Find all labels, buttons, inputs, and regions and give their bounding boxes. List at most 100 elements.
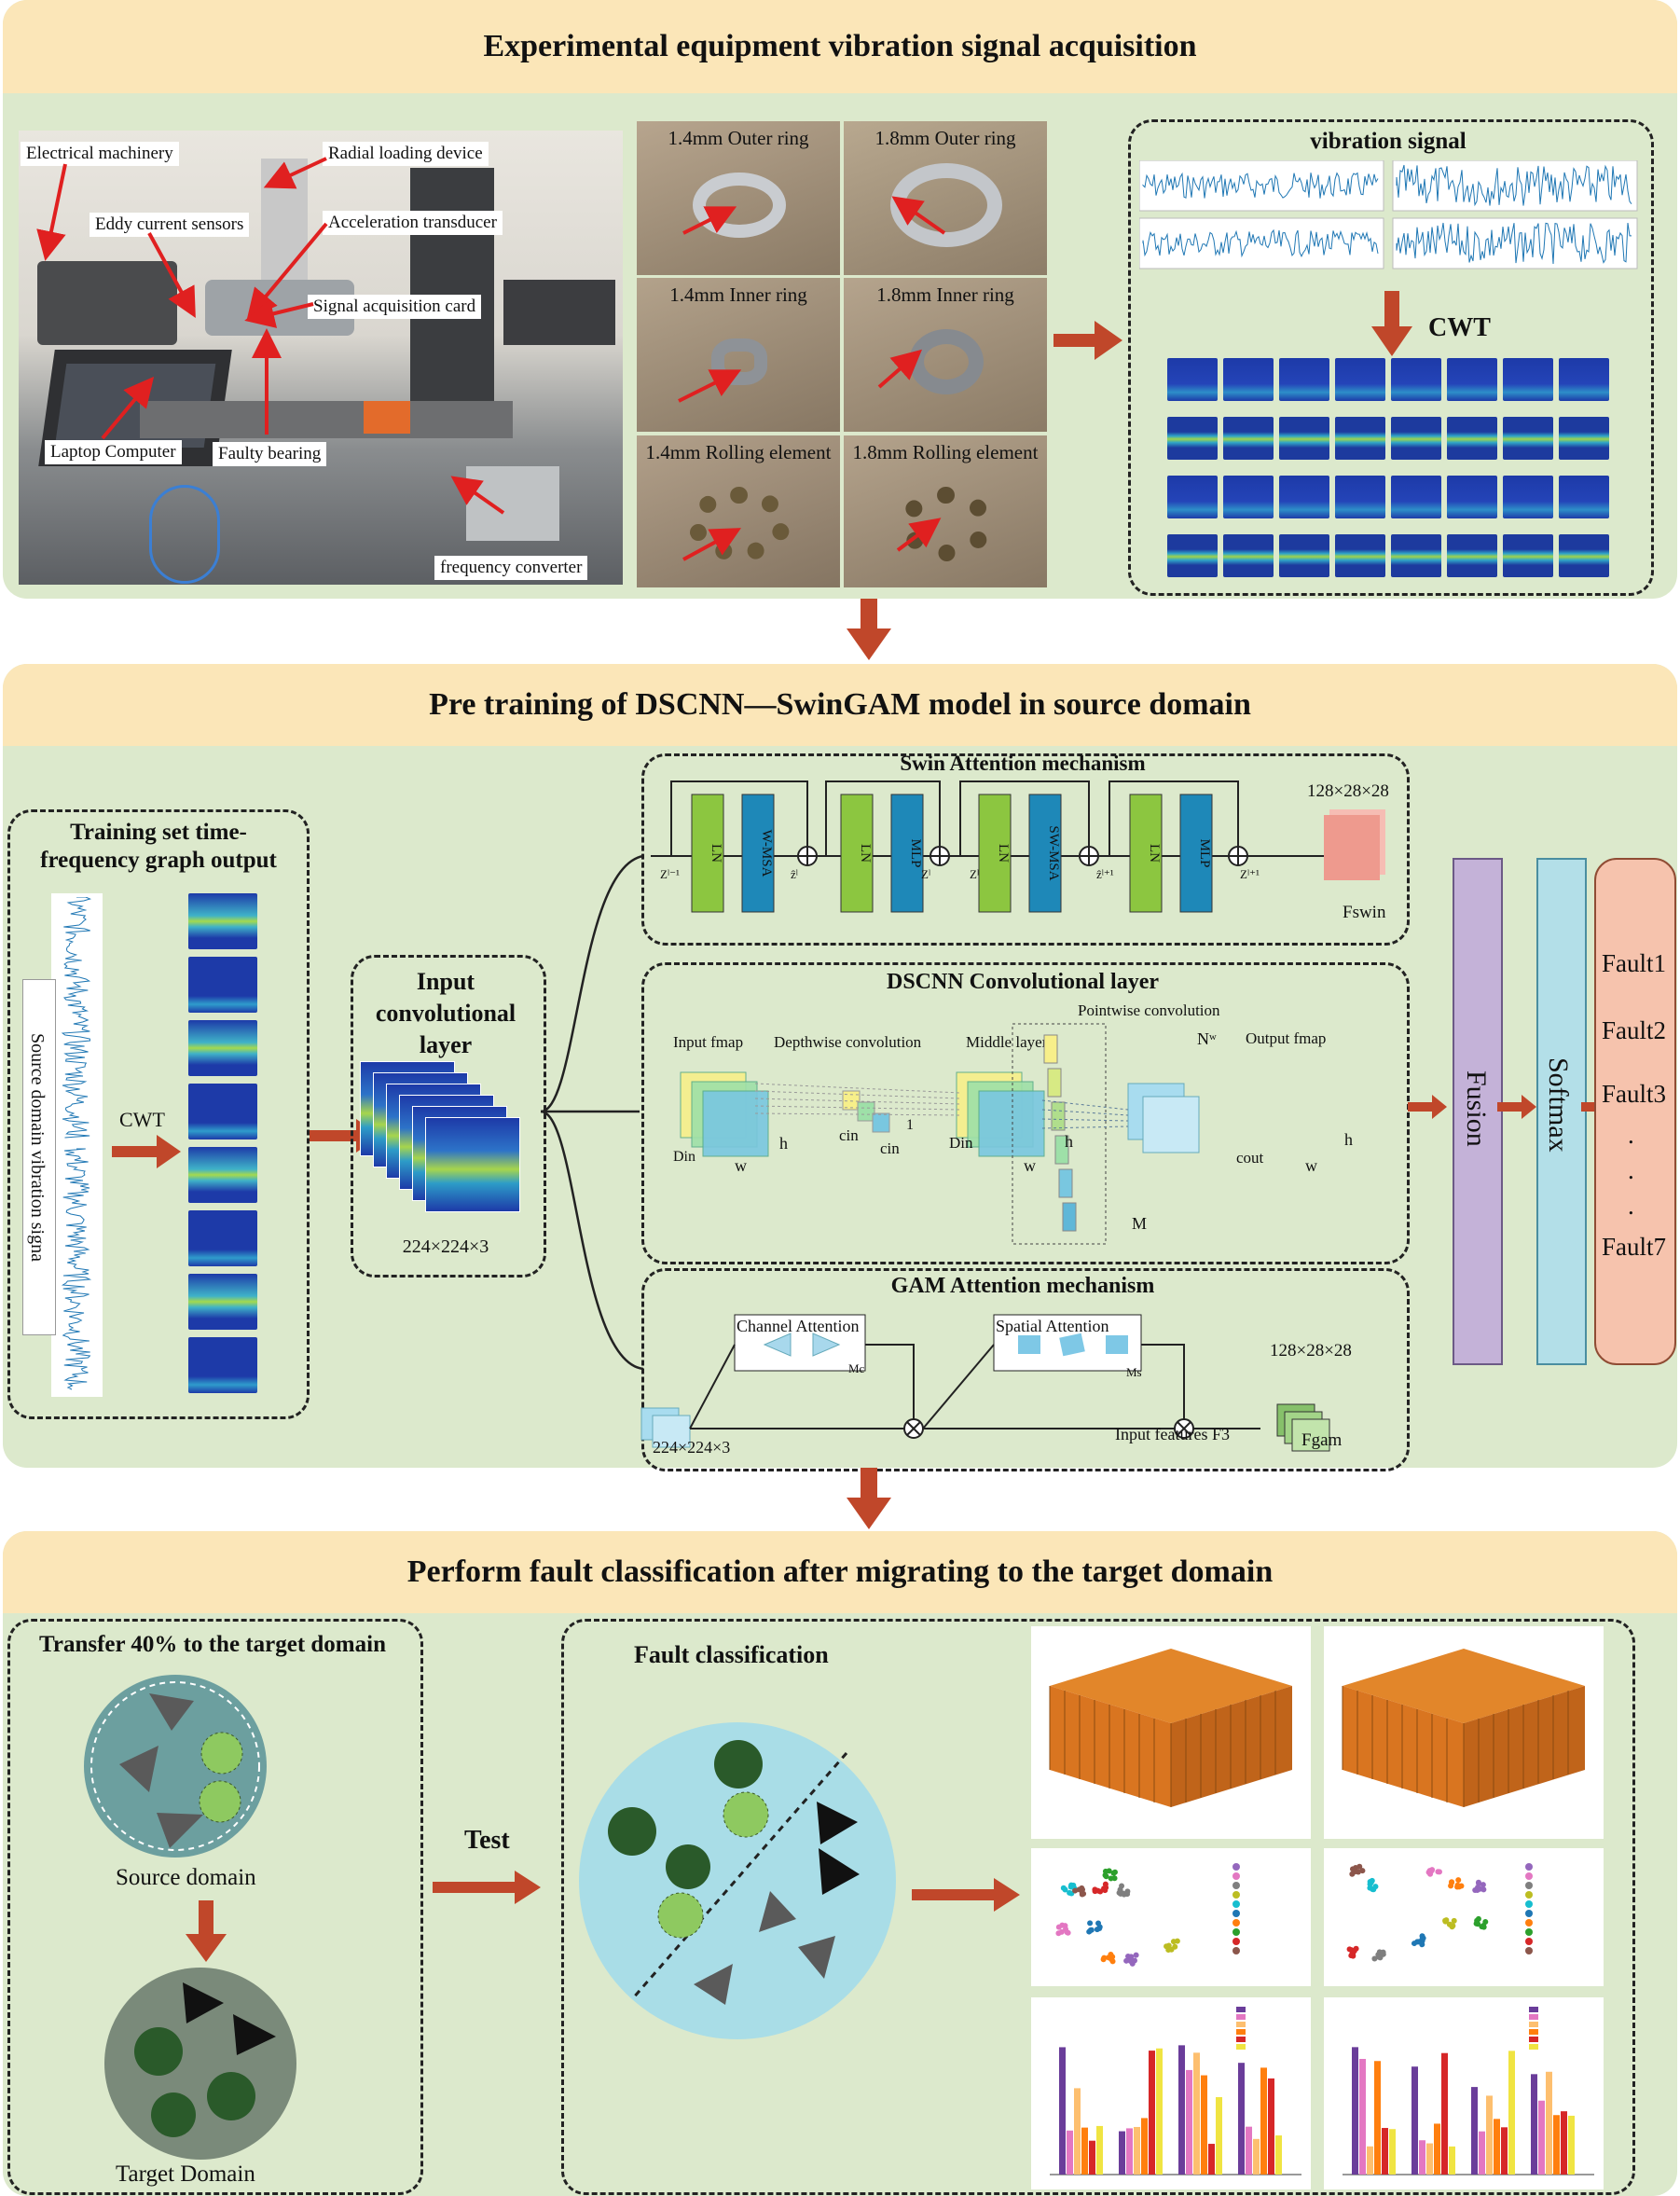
dscnn-w-input: w <box>735 1156 747 1175</box>
target-domain-label: Target Domain <box>116 2161 255 2187</box>
cwt-thumbnail <box>1559 417 1609 460</box>
training-cwt-thumbnail <box>188 1274 257 1330</box>
cwt-grid <box>1167 358 1615 582</box>
label-electrical-machinery: Electrical machinery <box>21 142 179 166</box>
gam-spatial-label: Spatial Attention <box>996 1317 1109 1335</box>
svg-text:Zˡ: Zˡ <box>970 867 980 881</box>
dscnn-h-input: h <box>779 1134 788 1153</box>
arrow-training-cwt <box>112 1135 181 1168</box>
training-cwt-thumbnail <box>188 1337 257 1393</box>
cwt-thumbnail <box>1447 358 1497 401</box>
svg-text:MLP: MLP <box>908 839 923 868</box>
classification-circle <box>579 1722 896 2039</box>
dscnn-middle-label: Middle layer <box>966 1033 1048 1051</box>
cwt-thumbnail <box>1559 476 1609 518</box>
cwt-thumbnail <box>1167 476 1218 518</box>
cwt-thumbnail <box>1279 534 1329 577</box>
svg-text:MLP: MLP <box>1197 839 1212 868</box>
tsne-plot-1 <box>1031 1848 1311 1986</box>
lab-equipment-photo <box>19 131 623 585</box>
gam-diagram <box>640 1314 1330 1452</box>
fault-dot-3: . <box>1628 1192 1634 1220</box>
photo-label: 1.4mm Inner ring <box>669 283 807 306</box>
svg-text:ẑˡ: ẑˡ <box>791 867 799 881</box>
label-signal-acquisition-card: Signal acquisition card <box>308 295 482 319</box>
fault-output-block <box>1594 858 1676 1365</box>
photo-label: 1.4mm Outer ring <box>668 127 809 149</box>
lab-photo-arrows <box>36 157 505 515</box>
dscnn-pointwise-label: Pointwise convolution <box>1078 1001 1220 1019</box>
swin-block <box>1129 794 1163 913</box>
training-cwt-label: CWT <box>119 1108 165 1131</box>
training-set-title: Training set time-frequency graph output <box>40 820 277 873</box>
dscnn-title: DSCNN Convolutional layer <box>886 970 1160 994</box>
cwt-thumbnail <box>1167 534 1218 577</box>
transfer-box <box>7 1619 423 2195</box>
gam-ms: Ms <box>1126 1365 1142 1379</box>
gam-box <box>641 1268 1410 1471</box>
input-feature-map <box>425 1117 520 1212</box>
cwt-thumbnail <box>1279 476 1329 518</box>
cwt-label-top: CWT <box>1428 313 1491 342</box>
dscnn-depthwise-label: Depthwise convolution <box>774 1033 922 1051</box>
svg-text:Zˡ⁺¹: Zˡ⁺¹ <box>1240 867 1260 881</box>
tsne-plot-2 <box>1324 1848 1604 1986</box>
gam-input-features: Input features F3 <box>1115 1425 1230 1443</box>
fault-3: Fault3 <box>1602 1080 1667 1108</box>
label-frequency-converter: frequency converter <box>434 556 588 580</box>
dscnn-w-output: w <box>1305 1156 1317 1175</box>
photo-label: 1.4mm Rolling element <box>645 441 832 463</box>
cwt-thumbnail <box>1503 358 1553 401</box>
cwt-thumbnail <box>1503 476 1553 518</box>
photo-outer-ring-1-8: 1.8mm Outer ring <box>844 121 1047 275</box>
cwt-thumbnail <box>1167 358 1218 401</box>
transfer-title: Transfer 40% to the target domain <box>39 1632 386 1657</box>
svg-text:LN: LN <box>1147 844 1162 863</box>
source-signal-waveform <box>61 897 92 1390</box>
section-title-pretraining: Pre training of DSCNN—SwinGAM model in s… <box>3 664 1677 746</box>
dscnn-h-middle: h <box>1065 1132 1073 1151</box>
cwt-thumbnail <box>1559 534 1609 577</box>
arrow-test <box>433 1871 541 1904</box>
arrow-source-to-target <box>186 1900 227 1962</box>
arrow-to-signal <box>1053 321 1122 360</box>
photo-label: 1.8mm Rolling element <box>852 441 1039 463</box>
result-plots-art <box>1049 1649 1594 2175</box>
swin-output-size: 128×28×28 <box>1307 781 1389 801</box>
test-label: Test <box>464 1826 510 1855</box>
gam-channel-label: Channel Attention <box>737 1317 860 1335</box>
dscnn-one-depth: 1 <box>906 1117 914 1133</box>
source-signal-label: Source domain vibration signa <box>27 1033 48 1262</box>
swin-block <box>978 794 1012 913</box>
dscnn-cin-1: cin <box>839 1126 859 1144</box>
softmax-label: Softmax <box>1543 1057 1574 1153</box>
fault-7: Fault7 <box>1602 1233 1667 1261</box>
swin-output-label: Fswin <box>1343 903 1386 922</box>
fault-1: Fault1 <box>1602 949 1667 977</box>
dscnn-h-output: h <box>1344 1130 1353 1149</box>
arrow-to-softmax <box>1497 1095 1536 1119</box>
dscnn-m: M <box>1132 1214 1148 1233</box>
dscnn-w-middle: w <box>1024 1156 1036 1175</box>
cwt-thumbnail <box>1223 358 1274 401</box>
cwt-thumbnail <box>1391 476 1441 518</box>
cwt-thumbnail <box>1391 534 1441 577</box>
swin-block <box>691 794 724 913</box>
training-cwt-thumbnail <box>188 1147 257 1203</box>
dscnn-cout: cout <box>1236 1149 1264 1167</box>
input-conv-box <box>351 955 546 1278</box>
cwt-thumbnail <box>1335 534 1385 577</box>
input-conv-stack <box>360 1061 537 1229</box>
arrow-section2-to-3 <box>847 1468 891 1529</box>
training-cwt-column <box>188 893 259 1397</box>
fswin-cube <box>1324 815 1380 880</box>
label-radial-loading-device: Radial loading device <box>323 142 489 166</box>
section-title-acquisition: Experimental equipment vibration signal … <box>3 0 1677 93</box>
svg-text:W-MSA: W-MSA <box>759 830 774 877</box>
label-acceleration-transducer: Acceleration transducer <box>323 211 503 235</box>
dscnn-din-input: Din <box>673 1149 695 1165</box>
cwt-thumbnail <box>1447 534 1497 577</box>
gam-mc: Mc <box>848 1361 865 1375</box>
training-set-box <box>7 809 310 1419</box>
